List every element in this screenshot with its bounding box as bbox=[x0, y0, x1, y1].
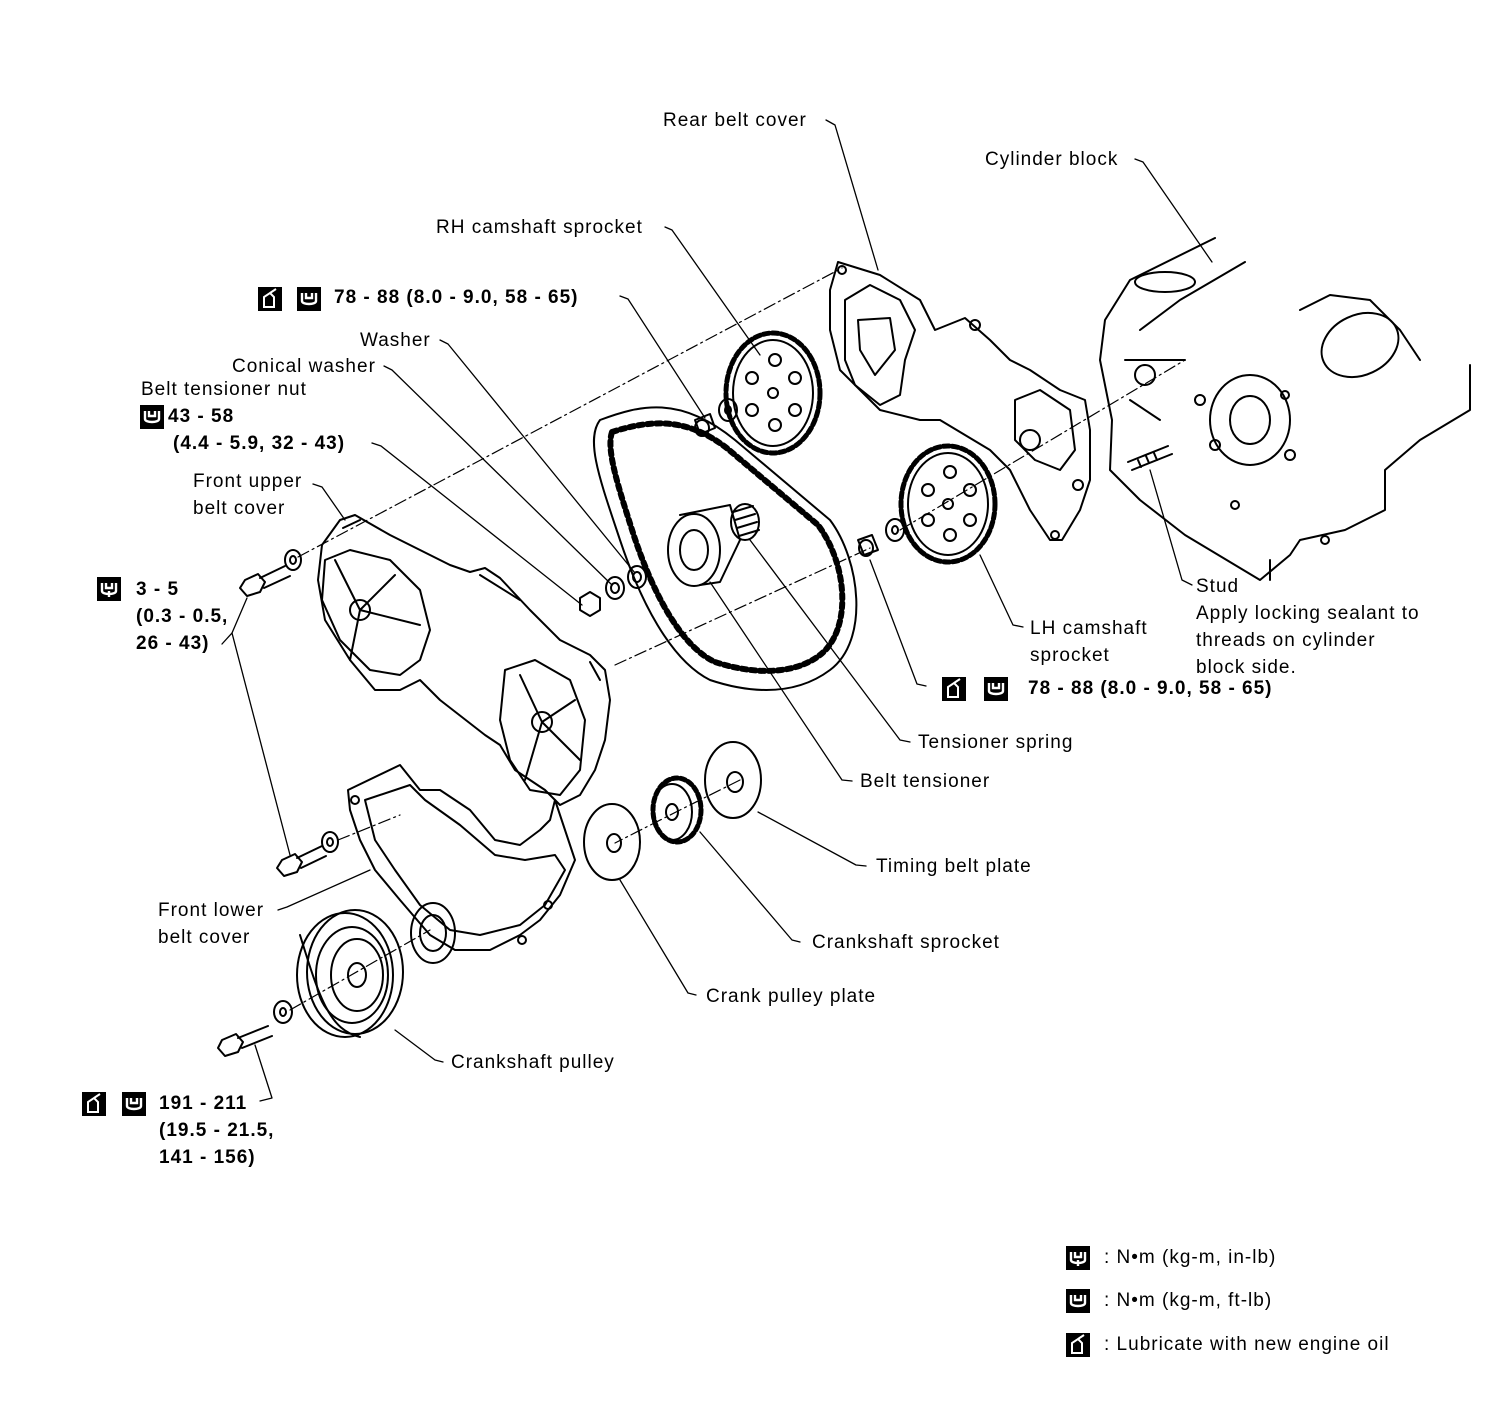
front-upper-belt-cover-drawing bbox=[317, 514, 611, 806]
label-crankshaft-sprocket: Crankshaft sprocket bbox=[812, 932, 1000, 953]
crankshaft-pulley-drawing bbox=[296, 909, 404, 1038]
label-bolt-torque: 3 - 5 bbox=[136, 579, 180, 600]
oil-can-icon bbox=[82, 1092, 106, 1116]
cylinder-block-drawing bbox=[1099, 237, 1471, 581]
label-front-upper-belt-cover-line2: belt cover bbox=[193, 498, 286, 519]
belt-tensioner-drawing bbox=[579, 503, 760, 617]
stud-drawing bbox=[1127, 445, 1173, 471]
oil-can-icon bbox=[942, 677, 966, 701]
label-timing-belt-plate: Timing belt plate bbox=[876, 856, 1032, 877]
torque-ft-lb-icon bbox=[140, 405, 164, 429]
label-lh-camshaft-sprocket-line2: sprocket bbox=[1030, 645, 1110, 666]
label-crankshaft-pulley: Crankshaft pulley bbox=[451, 1052, 615, 1073]
label-pulley-torque-detail: (19.5 - 21.5, bbox=[159, 1120, 275, 1141]
torque-in-lb-icon bbox=[1066, 1246, 1090, 1270]
crank-pulley-plate-drawing bbox=[583, 803, 641, 881]
label-front-upper-belt-cover: Front upper bbox=[193, 471, 303, 492]
label-tensioner-nut-torque: 43 - 58 bbox=[168, 406, 235, 427]
label-lh-camshaft-sprocket: LH camshaft bbox=[1030, 618, 1148, 639]
front-lower-belt-cover-drawing bbox=[347, 764, 576, 964]
oil-can-icon bbox=[1066, 1333, 1090, 1357]
torque-in-lb-icon bbox=[97, 577, 121, 601]
rear-belt-cover-drawing bbox=[829, 261, 1091, 541]
torque-ft-lb-icon bbox=[122, 1092, 146, 1116]
label-stud-note-2: threads on cylinder bbox=[1196, 630, 1376, 651]
oil-can-icon bbox=[258, 287, 282, 311]
label-belt-tensioner: Belt tensioner bbox=[860, 771, 991, 792]
label-lh-torque: 78 - 88 (8.0 - 9.0, 58 - 65) bbox=[1028, 678, 1273, 699]
label-tensioner-nut-torque-detail: (4.4 - 5.9, 32 - 43) bbox=[173, 433, 346, 454]
label-rear-belt-cover: Rear belt cover bbox=[663, 110, 807, 131]
rh-camshaft-sprocket-drawing bbox=[694, 330, 823, 456]
torque-ft-lb-icon bbox=[297, 287, 321, 311]
label-cylinder-block: Cylinder block bbox=[985, 149, 1119, 170]
lh-camshaft-sprocket-drawing bbox=[857, 443, 998, 565]
label-rh-torque: 78 - 88 (8.0 - 9.0, 58 - 65) bbox=[334, 287, 579, 308]
label-bolt-torque-detail-2: 26 - 43) bbox=[136, 633, 210, 654]
legend-oil: : Lubricate with new engine oil bbox=[1104, 1334, 1390, 1355]
label-stud-note: Apply locking sealant to bbox=[1196, 603, 1420, 624]
label-bolt-torque-detail: (0.3 - 0.5, bbox=[136, 606, 229, 627]
timing-belt-drawing bbox=[592, 406, 858, 691]
label-tensioner-spring: Tensioner spring bbox=[918, 732, 1074, 753]
label-front-lower-belt-cover: Front lower bbox=[158, 900, 265, 921]
label-stud: Stud bbox=[1196, 576, 1240, 597]
legend-in-lb: : N•m (kg-m, in-lb) bbox=[1104, 1247, 1277, 1268]
leader-lines bbox=[221, 119, 1213, 1102]
label-stud-note-3: block side. bbox=[1196, 657, 1297, 678]
label-belt-tensioner-nut: Belt tensioner nut bbox=[141, 379, 307, 400]
bolts-drawing bbox=[217, 549, 339, 1057]
label-pulley-torque: 191 - 211 bbox=[159, 1093, 248, 1114]
timing-belt-plate-drawing bbox=[704, 741, 762, 819]
legend-ft-lb: : N•m (kg-m, ft-lb) bbox=[1104, 1290, 1273, 1311]
label-pulley-torque-detail-2: 141 - 156) bbox=[159, 1147, 256, 1168]
alignment-lines bbox=[289, 267, 1186, 1011]
crankshaft-sprocket-drawing bbox=[650, 775, 704, 845]
label-washer: Washer bbox=[360, 330, 431, 351]
label-front-lower-belt-cover-line2: belt cover bbox=[158, 927, 251, 948]
torque-ft-lb-icon bbox=[1066, 1289, 1090, 1313]
label-conical-washer: Conical washer bbox=[232, 356, 376, 377]
label-rh-camshaft-sprocket: RH camshaft sprocket bbox=[436, 217, 643, 238]
label-crank-pulley-plate: Crank pulley plate bbox=[706, 986, 877, 1007]
torque-ft-lb-icon bbox=[984, 677, 1008, 701]
